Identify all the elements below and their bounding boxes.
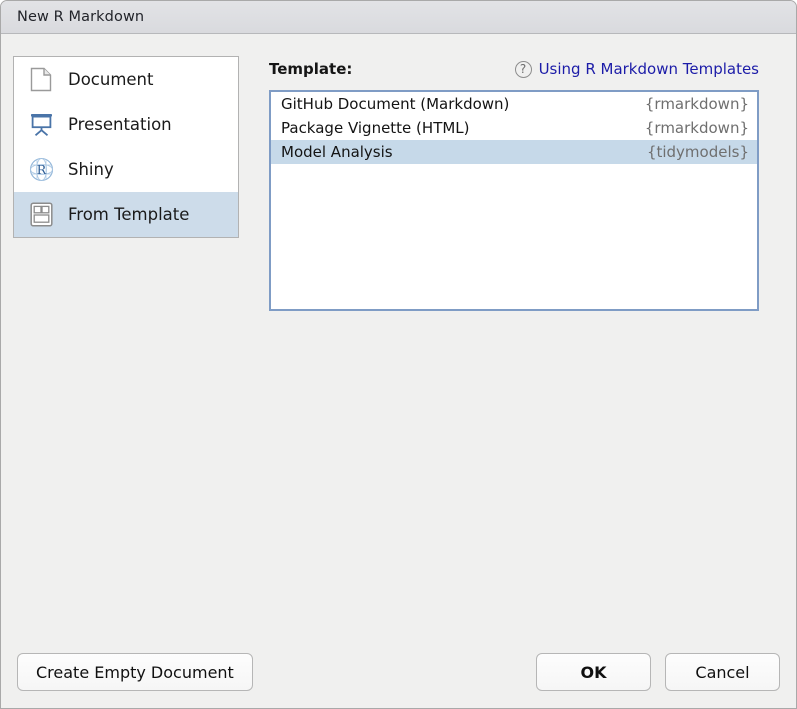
ok-button[interactable]: OK [536,653,651,691]
dialog-title: New R Markdown [17,9,145,25]
template-panel-header: Template: ? Using R Markdown Templates [269,56,759,82]
svg-text:R: R [36,162,46,177]
template-name: GitHub Document (Markdown) [281,95,510,113]
sidebar-item-label: Presentation [68,115,172,134]
create-empty-document-button[interactable]: Create Empty Document [17,653,253,691]
sidebar-item-label: Shiny [68,160,114,179]
template-label: Template: [269,60,353,78]
sidebar-item-label: From Template [68,205,190,224]
dialog-body: Document Presentation [1,34,796,708]
dialog-footer: Create Empty Document OK Cancel [1,651,796,693]
table-row[interactable]: Model Analysis {tidymodels} [271,140,757,164]
table-row[interactable]: Package Vignette (HTML) {rmarkdown} [271,116,757,140]
template-name: Package Vignette (HTML) [281,119,470,137]
template-listbox[interactable]: GitHub Document (Markdown) {rmarkdown} P… [269,90,759,311]
template-package: {rmarkdown} [644,119,749,137]
sidebar-item-label: Document [68,70,154,89]
footer-right-buttons: OK Cancel [536,653,780,691]
template-panel: Template: ? Using R Markdown Templates G… [269,56,759,311]
template-name: Model Analysis [281,143,393,161]
template-package: {tidymodels} [646,143,749,161]
using-r-markdown-templates-link[interactable]: Using R Markdown Templates [538,60,759,78]
help-link-group[interactable]: ? Using R Markdown Templates [514,60,759,78]
table-row[interactable]: GitHub Document (Markdown) {rmarkdown} [271,92,757,116]
cancel-button[interactable]: Cancel [665,653,780,691]
sidebar-item-shiny[interactable]: R Shiny [14,147,238,192]
presentation-icon [28,112,54,138]
template-package: {rmarkdown} [644,95,749,113]
template-grid-icon [28,202,54,228]
sidebar-item-document[interactable]: Document [14,57,238,102]
dialog-titlebar: New R Markdown [1,1,796,34]
question-mark-icon: ? [514,60,532,78]
sidebar-item-from-template[interactable]: From Template [14,192,238,237]
document-page-icon [28,67,54,93]
sidebar-item-presentation[interactable]: Presentation [14,102,238,147]
output-format-sidebar: Document Presentation [13,56,239,238]
shiny-r-globe-icon: R [28,157,54,183]
